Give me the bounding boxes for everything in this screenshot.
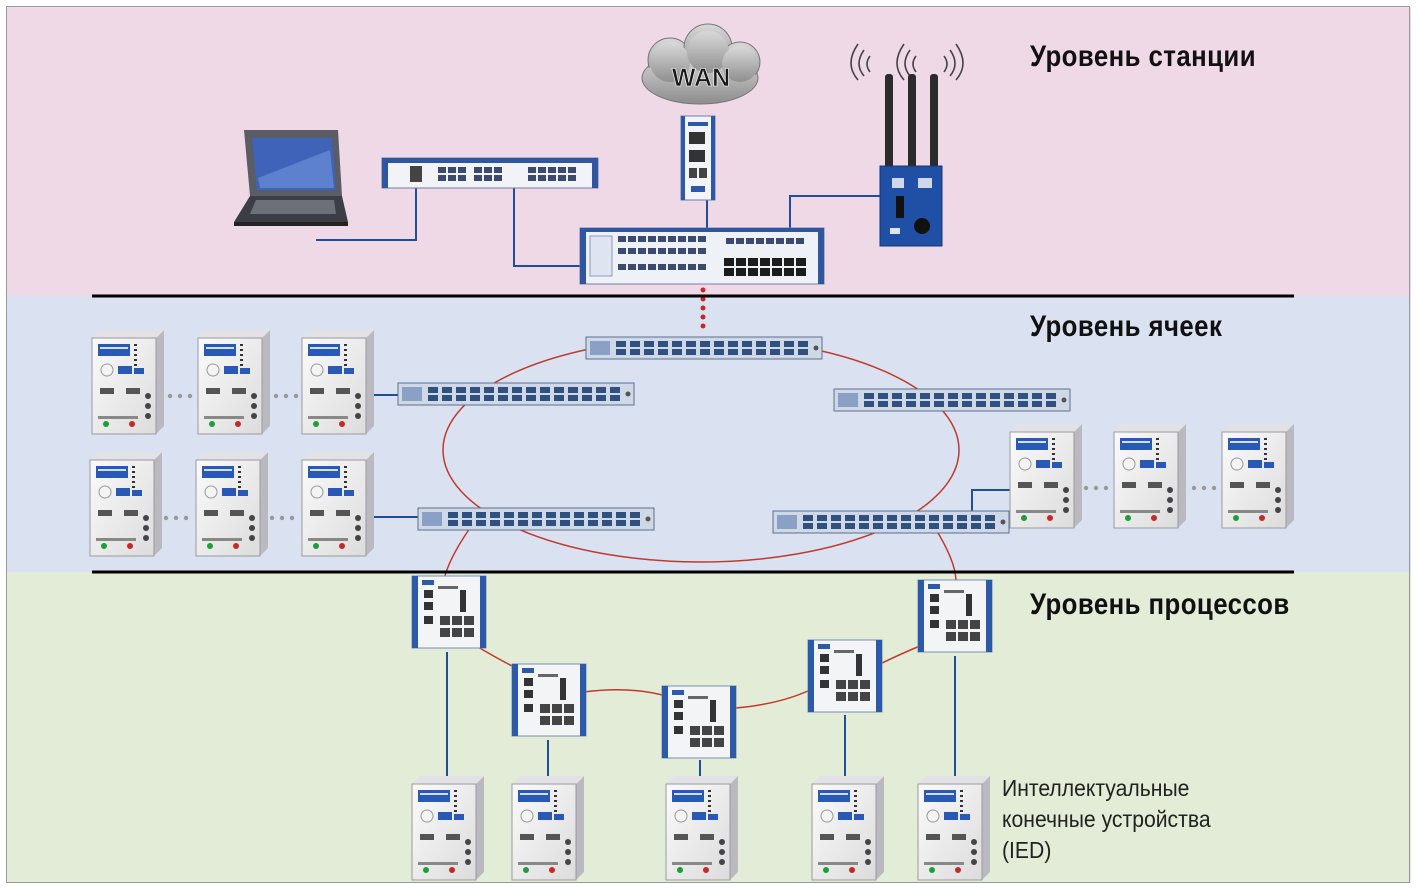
ring-switch-top: [585, 336, 823, 360]
process-ied: [411, 775, 485, 881]
wan-cloud-icon: [641, 23, 761, 105]
ied-caption: Интеллектуальные конечные устройства (IE…: [1002, 773, 1211, 866]
station-links: [316, 176, 880, 267]
link-core-wireless: [789, 195, 880, 228]
cell-ellipsis: [163, 393, 1217, 521]
process-switch: [807, 639, 883, 713]
link-laptop-switch: [316, 176, 417, 241]
ring-switch-left: [397, 382, 635, 406]
process-links: [446, 652, 956, 782]
process-ied: [665, 775, 739, 881]
wan-router: [680, 115, 716, 201]
process-switch: [511, 663, 587, 737]
station-access-switch: [381, 157, 599, 189]
process-ied: [811, 775, 885, 881]
process-ied: [511, 775, 585, 881]
cell-ied: [197, 329, 271, 435]
process-level-title: Уровень процессов: [1030, 588, 1290, 621]
process-switch: [411, 575, 487, 649]
wireless-router-icon: [850, 43, 964, 247]
wan-label: WAN: [672, 64, 730, 92]
ring-switch-bottom-left: [417, 507, 655, 531]
process-ied: [917, 775, 991, 881]
cell-ied: [195, 451, 269, 557]
laptop-icon: [234, 130, 348, 226]
cell-links: [362, 394, 1014, 518]
cell-ied: [301, 451, 375, 557]
core-to-ring-dotted: [700, 287, 706, 329]
core-switch: [579, 227, 825, 285]
cell-ied: [91, 329, 165, 435]
process-switch: [917, 579, 993, 653]
cell-ied: [1113, 423, 1187, 529]
ring-switch-bottom-right: [772, 510, 1010, 534]
link-switch-core: [513, 180, 584, 267]
cell-ied: [301, 329, 375, 435]
station-level-title: Уровень станции: [1030, 40, 1257, 73]
ied-caption-line3: (IED): [1002, 837, 1052, 863]
process-switch: [661, 685, 737, 759]
ied-caption-line1: Интеллектуальные: [1002, 775, 1190, 801]
ied-caption-line2: конечные устройства: [1002, 806, 1211, 832]
cell-ied: [1221, 423, 1295, 529]
cell-ied: [89, 451, 163, 557]
ring-switch-right: [833, 388, 1071, 412]
cell-level-title: Уровень ячеек: [1030, 310, 1223, 343]
cell-ied: [1009, 423, 1083, 529]
